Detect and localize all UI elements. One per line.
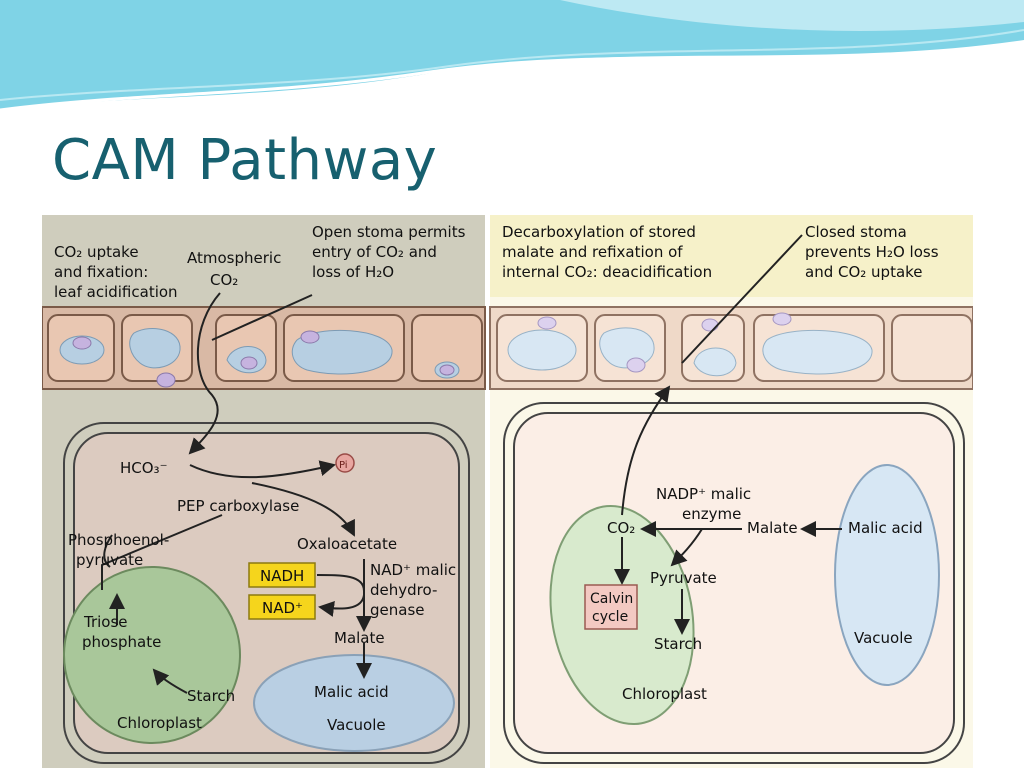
nadh-box bbox=[248, 562, 316, 588]
chloroplast-label-left: Chloroplast bbox=[117, 714, 202, 732]
chloroplast-label-right: Chloroplast bbox=[622, 685, 707, 703]
cam-pathway-diagram: CO₂ uptake and fixation: leaf acidificat… bbox=[42, 215, 973, 768]
right-panel-day: Decarboxylation of stored malate and ref… bbox=[489, 215, 973, 768]
calvin-label-line2: cycle bbox=[592, 609, 628, 625]
atmospheric-label-line2: CO₂ bbox=[210, 271, 238, 289]
co2-uptake-label-line2: and fixation: bbox=[54, 263, 148, 281]
co2-uptake-label-line3: leaf acidification bbox=[54, 283, 178, 301]
triose-label-line2: phosphate bbox=[82, 633, 161, 651]
hco3-label: HCO₃⁻ bbox=[120, 459, 168, 477]
epidermis-cells-left bbox=[47, 314, 483, 382]
pep-carboxylase-label: PEP carboxylase bbox=[177, 497, 299, 515]
malate-label-right: Malate bbox=[747, 519, 798, 537]
nad-malic-label-line3: genase bbox=[370, 601, 425, 619]
malic-acid-label-left: Malic acid bbox=[314, 683, 389, 701]
nadp-malic-label-line2: enzyme bbox=[682, 505, 741, 523]
slide-title: CAM Pathway bbox=[52, 128, 438, 193]
oxaloacetate-label: Oxaloacetate bbox=[297, 535, 397, 553]
closed-stoma-label-line2: prevents H₂O loss bbox=[805, 243, 939, 261]
vacuole-label-left: Vacuole bbox=[327, 716, 386, 734]
left-panel-night: CO₂ uptake and fixation: leaf acidificat… bbox=[42, 215, 486, 768]
pi-label: Pi bbox=[339, 460, 348, 471]
atmospheric-label-line1: Atmospheric bbox=[187, 249, 281, 267]
decarboxylation-label-line2: malate and refixation of bbox=[502, 243, 683, 261]
nadh-label: NADH bbox=[260, 567, 304, 585]
open-stoma-label-line3: loss of H₂O bbox=[312, 263, 394, 281]
nad-malic-label-line2: dehydro- bbox=[370, 581, 437, 599]
open-stoma-label-line1: Open stoma permits bbox=[312, 223, 466, 241]
nad-box bbox=[248, 594, 316, 620]
nad-label: NAD⁺ bbox=[262, 599, 303, 617]
header-wave-banner bbox=[0, 0, 1024, 112]
co2-uptake-label-line1: CO₂ uptake bbox=[54, 243, 139, 261]
nadp-malic-label-line1: NADP⁺ malic bbox=[656, 485, 751, 503]
phosphoenol-label-line1: Phosphoenol- bbox=[68, 531, 169, 549]
calvin-cycle-box bbox=[584, 584, 638, 630]
starch-label-left: Starch bbox=[187, 687, 235, 705]
vacuole-label-right: Vacuole bbox=[854, 629, 913, 647]
decarboxylation-label-line1: Decarboxylation of stored bbox=[502, 223, 696, 241]
triose-label-line1: Triose bbox=[83, 613, 128, 631]
co2-label-right: CO₂ bbox=[607, 519, 635, 537]
pyruvate-label: Pyruvate bbox=[650, 569, 717, 587]
malic-acid-label-right: Malic acid bbox=[848, 519, 923, 537]
closed-stoma-label-line3: and CO₂ uptake bbox=[805, 263, 923, 281]
starch-label-right: Starch bbox=[654, 635, 702, 653]
open-stoma-label-line2: entry of CO₂ and bbox=[312, 243, 437, 261]
decarboxylation-label-line3: internal CO₂: deacidification bbox=[502, 263, 712, 281]
calvin-label-line1: Calvin bbox=[590, 591, 633, 607]
closed-stoma-label-line1: Closed stoma bbox=[805, 223, 907, 241]
malate-label-left: Malate bbox=[334, 629, 385, 647]
right-labels: Decarboxylation of stored malate and ref… bbox=[502, 223, 939, 703]
nad-malic-label-line1: NAD⁺ malic bbox=[370, 561, 456, 579]
phosphoenol-label-line2: pyruvate bbox=[76, 551, 143, 569]
left-labels: CO₂ uptake and fixation: leaf acidificat… bbox=[54, 223, 466, 734]
